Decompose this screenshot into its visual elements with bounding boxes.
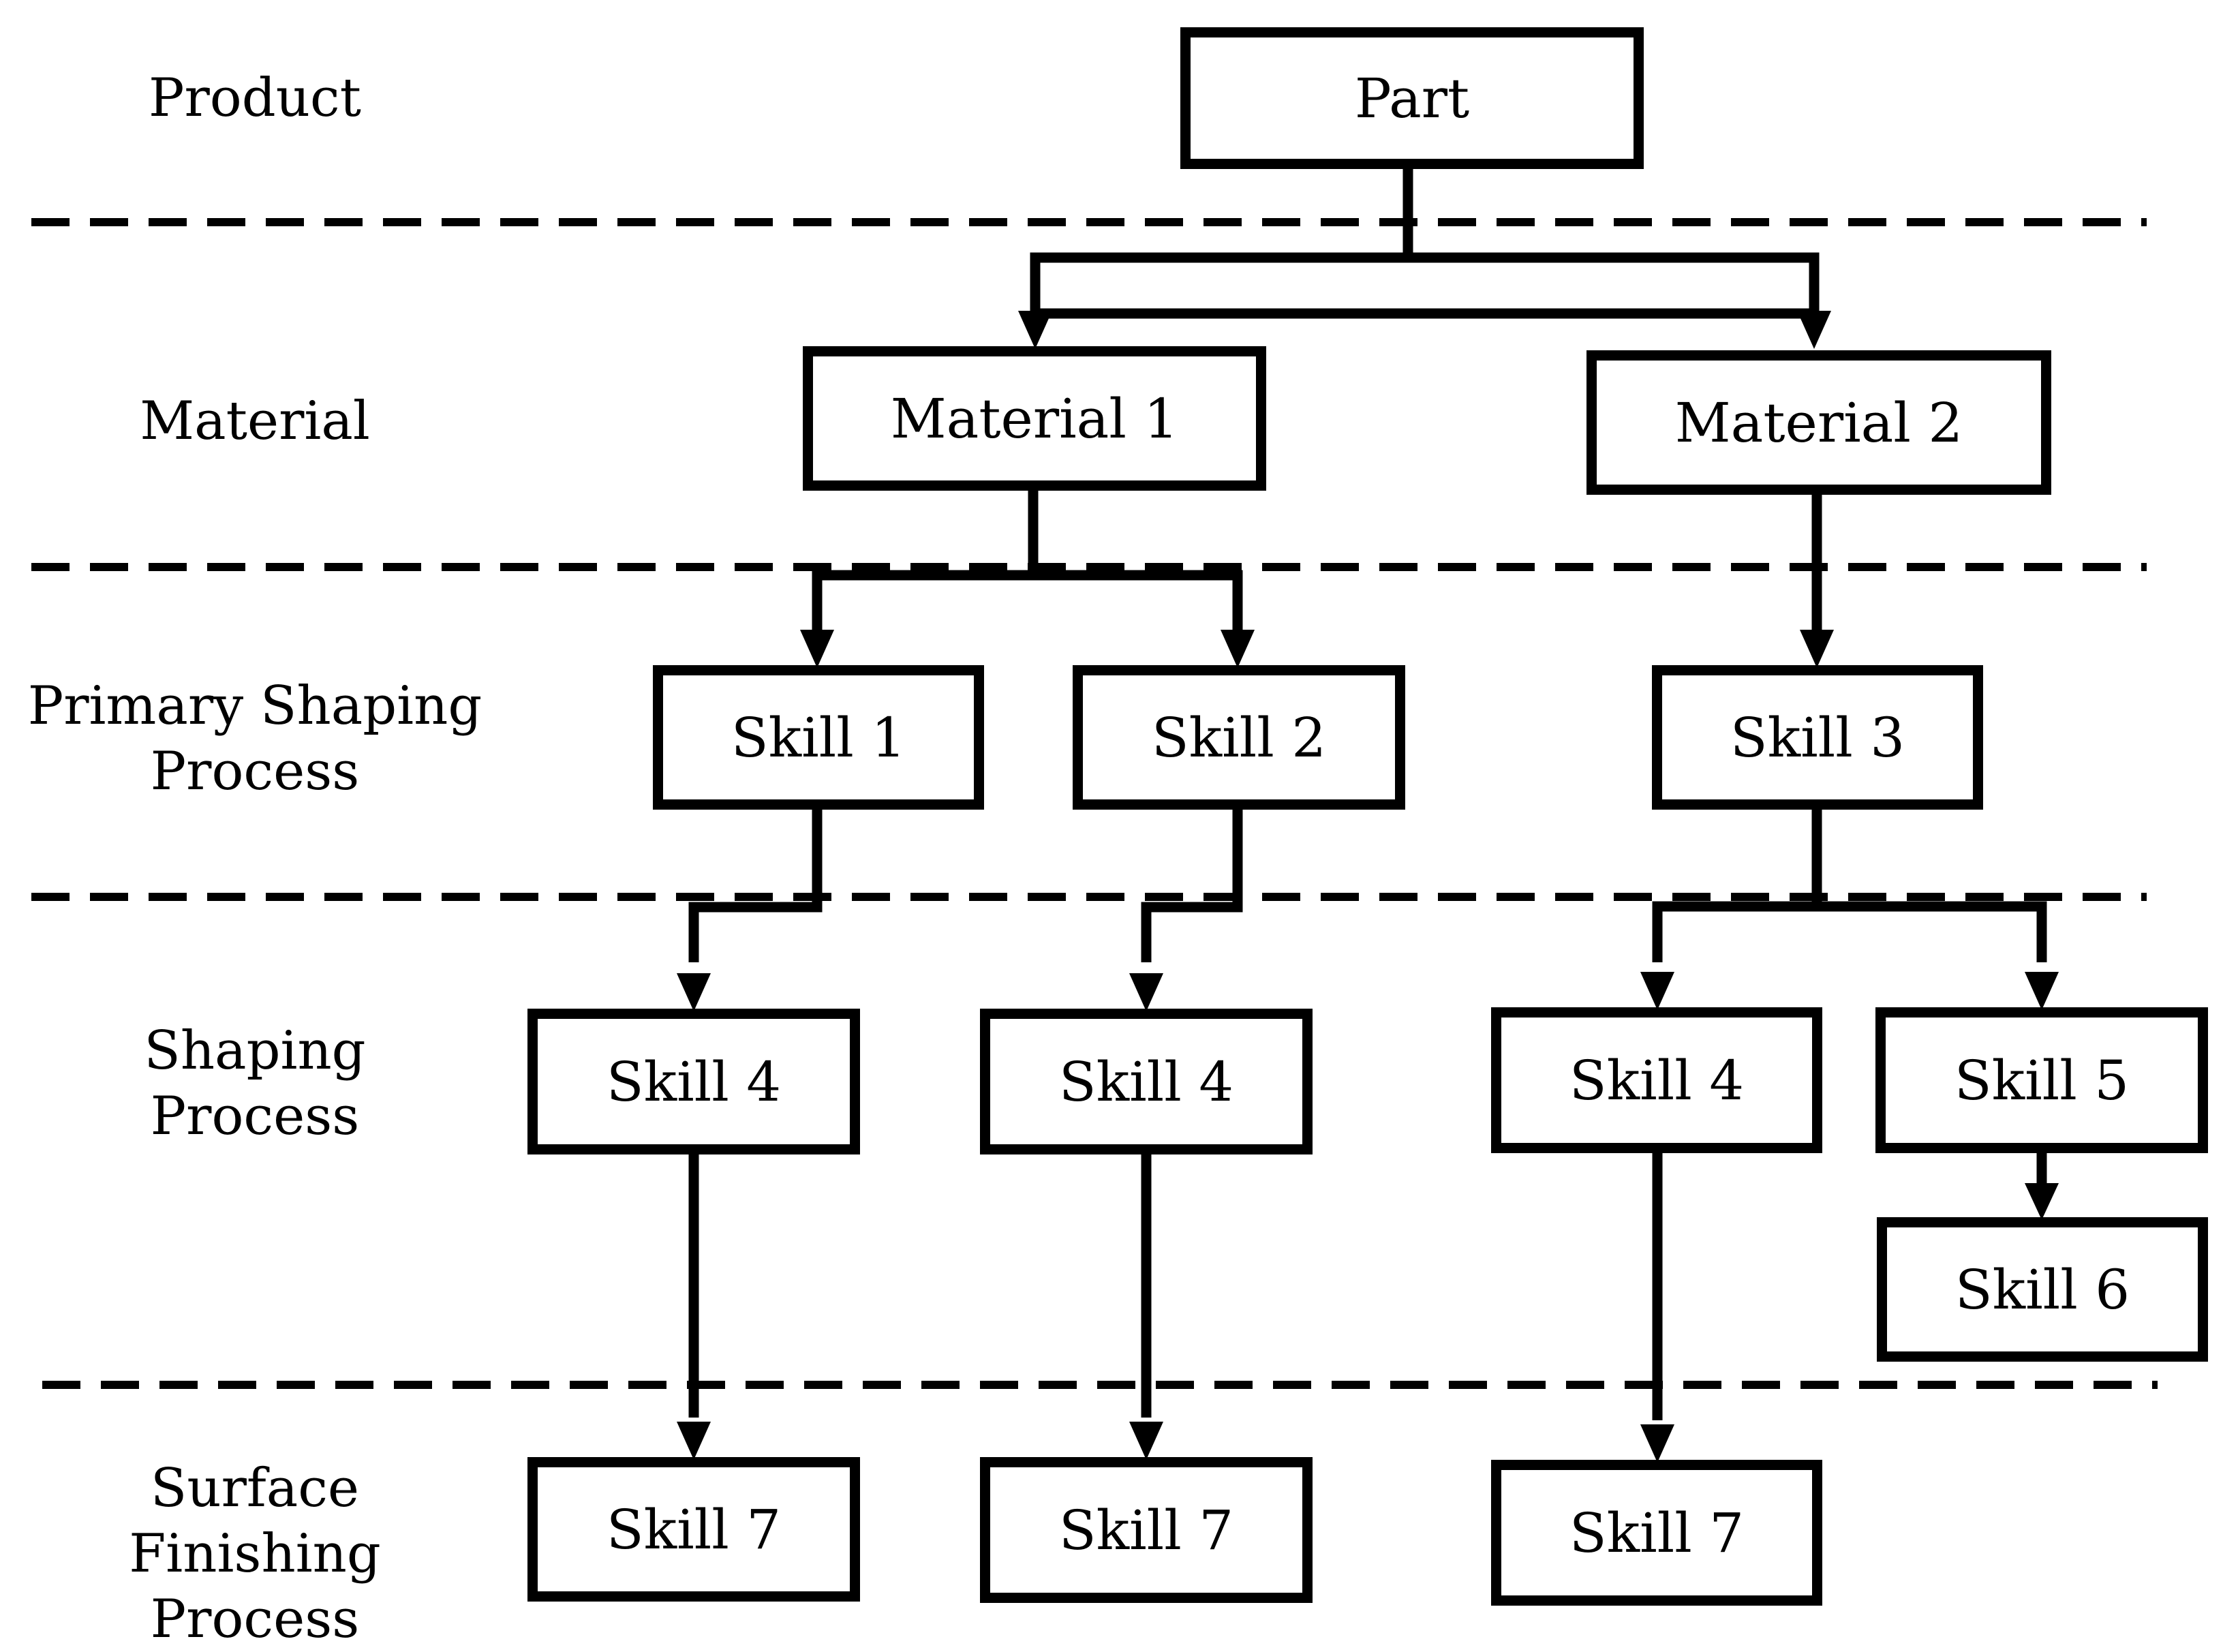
arrowhead-material-2: [1797, 311, 1831, 349]
level-label-line: Product: [149, 67, 361, 129]
connectors: [688, 164, 2047, 1420]
arrowheads: [677, 311, 2059, 1463]
node-skill-4-a: Skill 4: [527, 1009, 860, 1154]
node-skill-7-b: Skill 7: [980, 1457, 1313, 1603]
arrowhead-skill-2: [1221, 630, 1255, 668]
node-skill-4-b: Skill 4: [980, 1009, 1313, 1154]
arrowhead-skill-7-c: [1640, 1424, 1674, 1463]
node-skill-5: Skill 5: [1875, 1007, 2208, 1153]
arrowhead-skill-3: [1800, 630, 1834, 668]
node-skill-6: Skill 6: [1877, 1217, 2208, 1362]
connector-skill-1-to-skill-4: [688, 804, 823, 962]
level-label-line: Process: [150, 1086, 360, 1147]
connector-material-1-to-skills: [812, 570, 1243, 632]
arrowhead-skill-4-a: [677, 973, 711, 1011]
arrowhead-skill-7-b: [1129, 1422, 1163, 1460]
level-label-shaping: Shaping Process: [16, 1018, 493, 1149]
level-label-line: Primary Shaping: [27, 675, 482, 737]
arrowhead-skill-5: [2025, 972, 2059, 1010]
node-material-1: Material 1: [803, 346, 1266, 491]
level-label-surface-finishing: Surface Finishing Process: [16, 1456, 493, 1652]
level-label-product: Product: [16, 65, 493, 131]
connector-skill-2-to-skill-4: [1141, 804, 1243, 962]
arrowhead-skill-1: [800, 630, 834, 668]
arrowhead-skill-7-a: [677, 1422, 711, 1460]
level-separators: [31, 218, 2158, 1389]
level-label-primary-shaping: Primary Shaping Process: [16, 673, 493, 804]
level-label-material: Material: [16, 388, 493, 454]
node-skill-2: Skill 2: [1073, 665, 1405, 810]
connector-part-to-material-1: [1030, 252, 1408, 313]
arrowhead-material-1: [1018, 311, 1052, 349]
node-skill-1: Skill 1: [653, 665, 984, 810]
level-label-line: Process: [150, 1589, 360, 1650]
node-skill-4-c: Skill 4: [1491, 1007, 1822, 1153]
node-skill-3: Skill 3: [1652, 665, 1983, 810]
level-label-line: Material: [140, 391, 370, 452]
node-skill-7-a: Skill 7: [527, 1457, 860, 1602]
connector-part-to-material-2: [1408, 252, 1820, 313]
level-label-line: Process: [150, 741, 360, 802]
arrowhead-skill-4-c: [1640, 972, 1674, 1010]
node-skill-7-c: Skill 7: [1491, 1460, 1822, 1606]
level-label-line: Surface Finishing: [129, 1458, 381, 1585]
level-label-line: Shaping: [144, 1020, 366, 1082]
arrowhead-skill-6: [2025, 1183, 2059, 1220]
arrowhead-skill-4-b: [1129, 973, 1163, 1011]
connector-skill-3-to-skills: [1652, 901, 2047, 962]
node-part: Part: [1180, 27, 1644, 169]
node-material-2: Material 2: [1586, 350, 2051, 495]
